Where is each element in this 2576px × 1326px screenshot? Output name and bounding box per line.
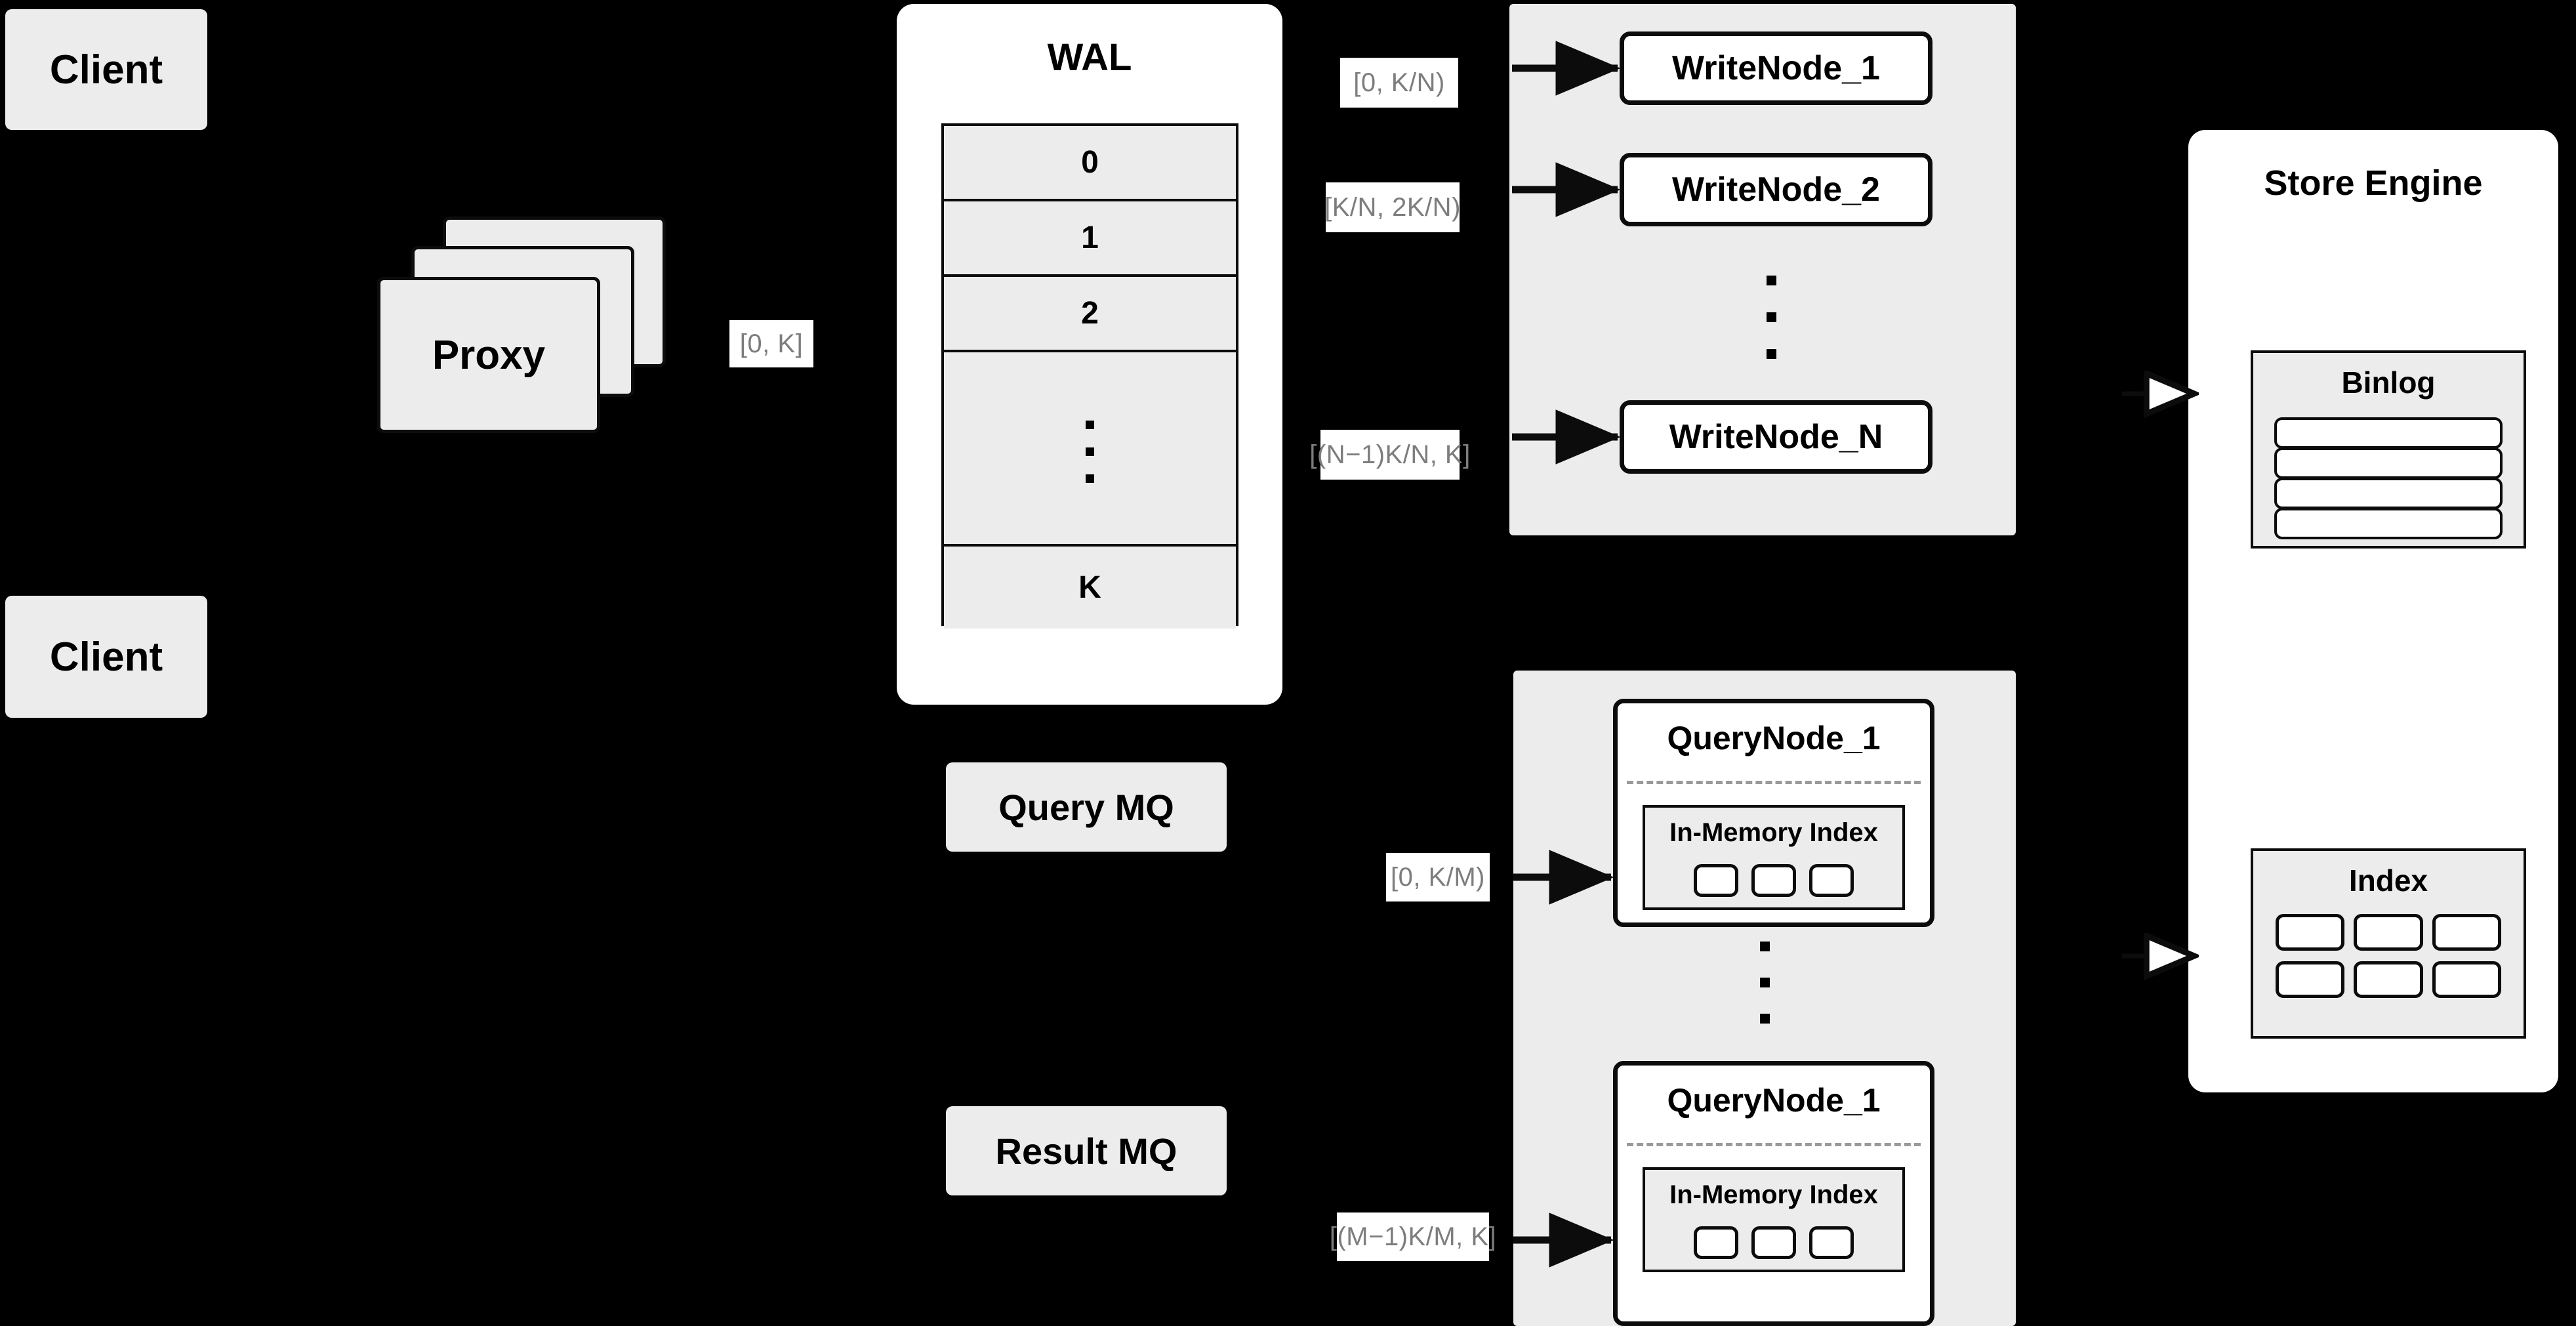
binlog-row [2274, 508, 2503, 539]
query-node-1[interactable]: QueryNode_1 In-Memory Index [1613, 699, 1934, 927]
in-memory-index-slots [1645, 864, 1902, 897]
ellipsis-dot [1767, 276, 1776, 285]
wal-segment-table: 0 1 2 K [941, 123, 1238, 629]
write-node-ellipsis [1767, 276, 1776, 359]
proxy-node[interactable]: Proxy [377, 277, 600, 433]
edge-label-wal-to-writenode-2: [K/N, 2K/N) [1324, 182, 1460, 232]
store-index-box: Index [2251, 848, 2526, 1039]
binlog-title: Binlog [2341, 365, 2436, 400]
ellipsis-dot [1767, 312, 1776, 322]
binlog-row [2274, 478, 2503, 509]
store-index-grid [2276, 914, 2501, 998]
wal-row-0: 0 [944, 126, 1236, 201]
ellipsis-dot [1086, 474, 1094, 483]
index-slot [1751, 864, 1796, 897]
edge-label-wal-to-writenode-n: [(N−1)K/N, K] [1309, 430, 1470, 480]
in-memory-index-title: In-Memory Index [1669, 1180, 1878, 1209]
in-memory-index-title: In-Memory Index [1669, 818, 1878, 847]
write-node-2-label: WriteNode_2 [1672, 171, 1880, 209]
query-mq-node[interactable]: Query MQ [946, 762, 1227, 852]
client-bottom-label: Client [49, 634, 163, 680]
index-slot [1809, 1226, 1854, 1259]
ellipsis-dot [1760, 978, 1770, 987]
index-slot [1751, 1226, 1796, 1259]
in-memory-index-slots [1645, 1226, 1902, 1259]
edge-label-mq-to-querynode-1: [0, K/M) [1386, 853, 1490, 901]
ellipsis-dot [1767, 349, 1776, 359]
result-mq-label: Result MQ [995, 1130, 1177, 1172]
binlog-rows [2274, 417, 2503, 539]
edge-label-proxy-to-wal: [0, K] [729, 320, 813, 367]
query-node-1-label: QueryNode_1 [1667, 720, 1881, 756]
client-top-label: Client [49, 47, 163, 93]
store-index-cell [2354, 914, 2423, 951]
edge-label-wal-to-writenode-1: [0, K/N) [1340, 58, 1458, 108]
write-node-1[interactable]: WriteNode_1 [1620, 31, 1932, 105]
binlog-box: Binlog [2251, 350, 2526, 549]
query-node-m[interactable]: QueryNode_1 In-Memory Index [1613, 1061, 1934, 1326]
store-engine-title: Store Engine [2264, 163, 2483, 203]
index-slot [1694, 864, 1738, 897]
write-node-n-label: WriteNode_N [1669, 418, 1883, 456]
client-node-top[interactable]: Client [5, 9, 207, 130]
ellipsis-dot [1760, 942, 1770, 951]
wal-row-2: 2 [944, 277, 1236, 352]
index-slot [1809, 864, 1854, 897]
store-index-cell [2354, 961, 2423, 998]
edge-label-mq-to-querynode-m: [(M−1)K/M, K] [1330, 1212, 1496, 1261]
query-node-1-divider [1627, 781, 1921, 784]
ellipsis-dot [1760, 1014, 1770, 1024]
store-index-title: Index [2348, 863, 2428, 898]
proxy-label: Proxy [432, 332, 546, 378]
index-slot [1694, 1226, 1738, 1259]
query-node-m-label: QueryNode_1 [1667, 1082, 1881, 1119]
write-node-2[interactable]: WriteNode_2 [1620, 153, 1932, 226]
proxy-stack[interactable]: Proxy [377, 217, 685, 433]
wal-row-1: 1 [944, 201, 1236, 277]
ellipsis-dot [1086, 420, 1094, 429]
wal-row-ellipsis [944, 352, 1236, 547]
wal-panel: WAL 0 1 2 K [897, 4, 1282, 705]
ellipsis-dot [1086, 447, 1094, 456]
store-index-cell [2432, 914, 2501, 951]
store-index-cell [2276, 914, 2345, 951]
query-node-m-in-memory-index: In-Memory Index [1643, 1167, 1905, 1272]
write-node-n[interactable]: WriteNode_N [1620, 400, 1932, 474]
store-index-cell [2432, 961, 2501, 998]
query-node-1-in-memory-index: In-Memory Index [1643, 805, 1905, 910]
result-mq-node[interactable]: Result MQ [946, 1106, 1227, 1195]
binlog-row [2274, 417, 2503, 449]
query-mq-label: Query MQ [998, 786, 1174, 828]
wal-row-k: K [944, 547, 1236, 629]
store-index-cell [2276, 961, 2345, 998]
binlog-row [2274, 447, 2503, 479]
wal-title: WAL [1047, 36, 1132, 79]
query-node-m-divider [1627, 1143, 1921, 1146]
client-node-bottom[interactable]: Client [5, 596, 207, 718]
query-node-ellipsis [1760, 942, 1770, 1024]
write-node-1-label: WriteNode_1 [1672, 49, 1880, 87]
store-engine-panel: Store Engine Binlog Index [2188, 130, 2558, 1092]
